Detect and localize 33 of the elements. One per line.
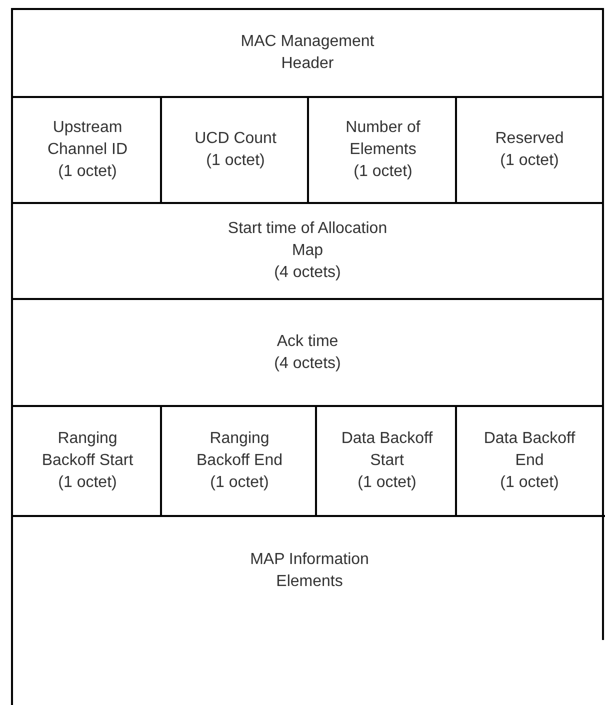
field-box xyxy=(11,8,604,96)
field-label: (1 octet) xyxy=(205,151,266,171)
field-box xyxy=(455,96,604,202)
field-label: Ranging Backoff Start xyxy=(40,429,134,471)
field-label: (1 octet) xyxy=(57,473,118,493)
field-label: (4 octets) xyxy=(274,263,341,283)
field-label: (1 octet) xyxy=(209,473,270,493)
field-label: (1 octet) xyxy=(57,162,118,182)
field-box xyxy=(455,405,604,515)
field-label: (4 octets) xyxy=(274,354,341,374)
field-label: (1 octet) xyxy=(499,151,560,171)
field-label: Number of Elements xyxy=(344,118,422,160)
field-box xyxy=(11,298,604,405)
field-box xyxy=(160,405,317,515)
field-label: UCD Count xyxy=(194,129,278,149)
field-label: Reserved xyxy=(494,129,565,149)
field-box xyxy=(307,96,457,202)
field-box xyxy=(160,96,309,202)
field-label: MAP Information Elements xyxy=(249,550,370,592)
field-label: (1 octet) xyxy=(356,473,418,493)
field-label: Data Backoff Start xyxy=(340,429,434,471)
field-label: (1 octet) xyxy=(352,162,414,182)
field-box xyxy=(11,96,162,202)
field-label: Data Backoff End xyxy=(482,429,576,471)
field-label: Ranging Backoff End xyxy=(196,429,284,471)
field-label: Ack time xyxy=(276,332,338,352)
field-box xyxy=(315,405,457,515)
field-box xyxy=(11,202,604,298)
field-label: Upstream Channel ID xyxy=(46,118,129,160)
field-box xyxy=(11,405,162,515)
field-label: (1 octet) xyxy=(499,473,560,493)
field-label: MAC Management Header xyxy=(240,32,376,74)
field-label: Start time of Allocation Map xyxy=(228,219,388,261)
